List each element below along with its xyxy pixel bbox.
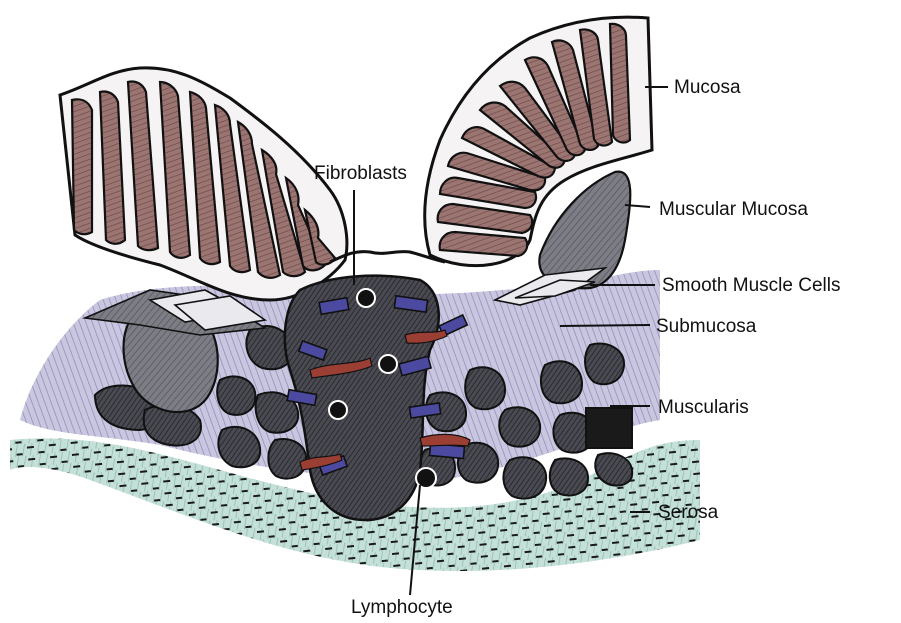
label-mucosa: Mucosa [674,77,741,99]
label-muscular-mucosa: Muscular Mucosa [659,199,808,221]
label-lymphocyte: Lymphocyte [351,597,453,619]
label-submucosa: Submucosa [656,316,756,338]
label-serosa: Serosa [658,502,718,524]
label-muscularis: Muscularis [658,397,749,419]
label-smooth-muscle-cells: Smooth Muscle Cells [662,275,840,297]
label-fibroblasts: Fibroblasts [314,163,407,185]
mucosa-left [60,68,347,300]
mucosal-surface [330,252,445,262]
